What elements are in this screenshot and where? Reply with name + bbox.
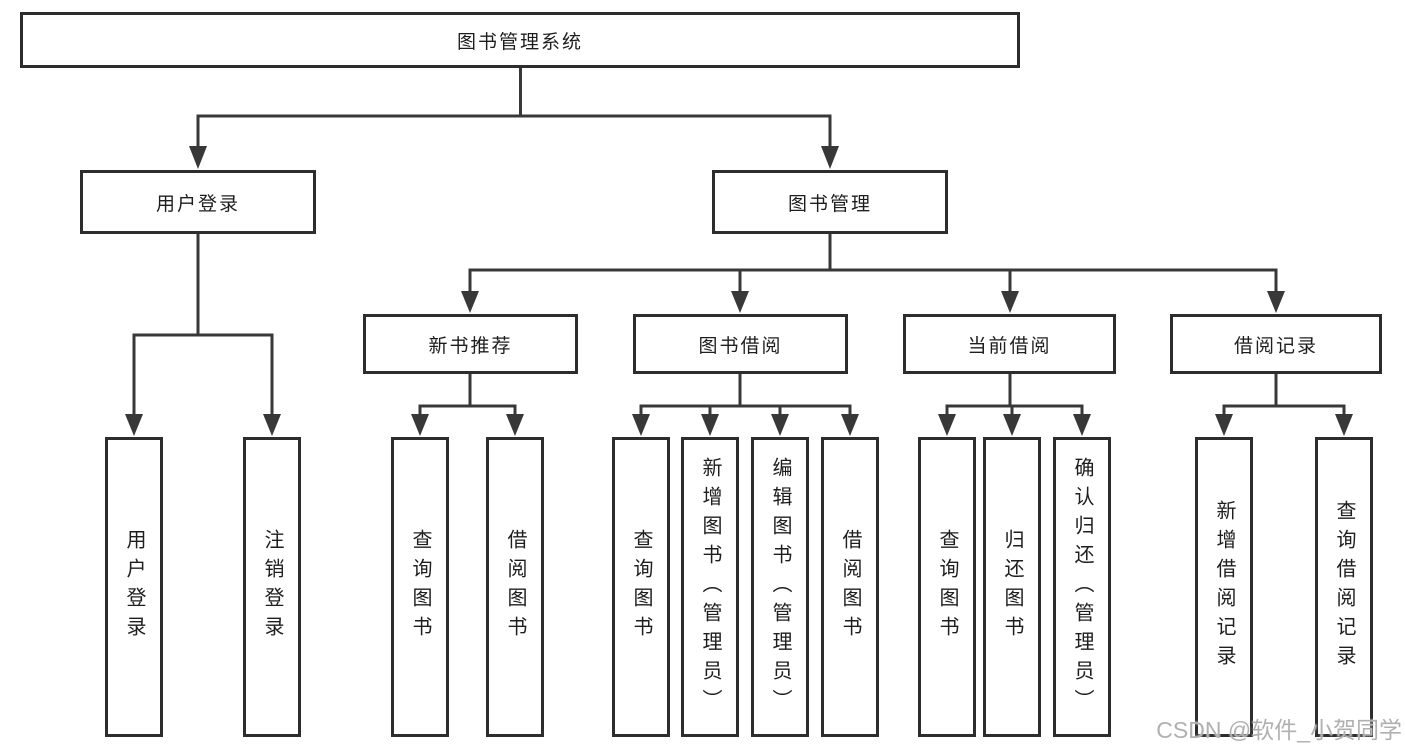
node-label: 用户登录 — [155, 193, 240, 215]
node-book-management: 图书管理 — [712, 170, 948, 234]
leaf-label: 用户登录 — [123, 529, 145, 645]
leaf-label: 新增图书（管理员） — [699, 456, 721, 718]
node-current-borrow: 当前借阅 — [903, 314, 1116, 374]
leaf-label: 借阅图书 — [504, 529, 526, 645]
leaf-label: 查询借阅记录 — [1333, 500, 1355, 674]
leaf-add-borrow-record: 新增借阅记录 — [1195, 437, 1253, 737]
node-book-borrow: 图书借阅 — [633, 314, 848, 374]
leaf-label: 编辑图书（管理员） — [769, 456, 791, 718]
node-borrow-records: 借阅记录 — [1170, 314, 1382, 374]
leaf-label: 归还图书 — [1001, 529, 1023, 645]
leaf-label: 查询图书 — [936, 529, 958, 645]
node-label: 图书管理系统 — [456, 31, 583, 53]
leaf-query-borrow-record: 查询借阅记录 — [1315, 437, 1373, 737]
leaf-return-books: 归还图书 — [983, 437, 1041, 737]
leaf-label: 新增借阅记录 — [1213, 500, 1235, 674]
leaf-label: 确认归还（管理员） — [1071, 456, 1093, 718]
leaf-label: 查询图书 — [409, 529, 431, 645]
node-new-book-recommend: 新书推荐 — [363, 314, 578, 374]
node-label: 当前借阅 — [967, 335, 1052, 357]
leaf-recommend-query-books: 查询图书 — [391, 437, 449, 737]
node-label: 图书借阅 — [698, 335, 783, 357]
leaf-borrow-books: 借阅图书 — [821, 437, 879, 737]
leaf-confirm-return-admin: 确认归还（管理员） — [1053, 437, 1111, 737]
node-library-management-system: 图书管理系统 — [20, 12, 1020, 68]
node-label: 新书推荐 — [428, 335, 513, 357]
node-label: 图书管理 — [787, 193, 872, 215]
leaf-label: 借阅图书 — [839, 529, 861, 645]
arrowhead-icons — [125, 146, 1353, 436]
leaf-user-login: 用户登录 — [105, 437, 163, 737]
leaf-edit-books-admin: 编辑图书（管理员） — [751, 437, 809, 737]
node-user-login: 用户登录 — [80, 170, 316, 234]
leaf-recommend-borrow-books: 借阅图书 — [486, 437, 544, 737]
leaf-label: 查询图书 — [630, 529, 652, 645]
leaf-current-query-books: 查询图书 — [918, 437, 976, 737]
leaf-logout: 注销登录 — [243, 437, 301, 737]
leaf-borrow-query-books: 查询图书 — [612, 437, 670, 737]
leaf-label: 注销登录 — [261, 529, 283, 645]
node-label: 借阅记录 — [1233, 335, 1318, 357]
leaf-add-books-admin: 新增图书（管理员） — [681, 437, 739, 737]
